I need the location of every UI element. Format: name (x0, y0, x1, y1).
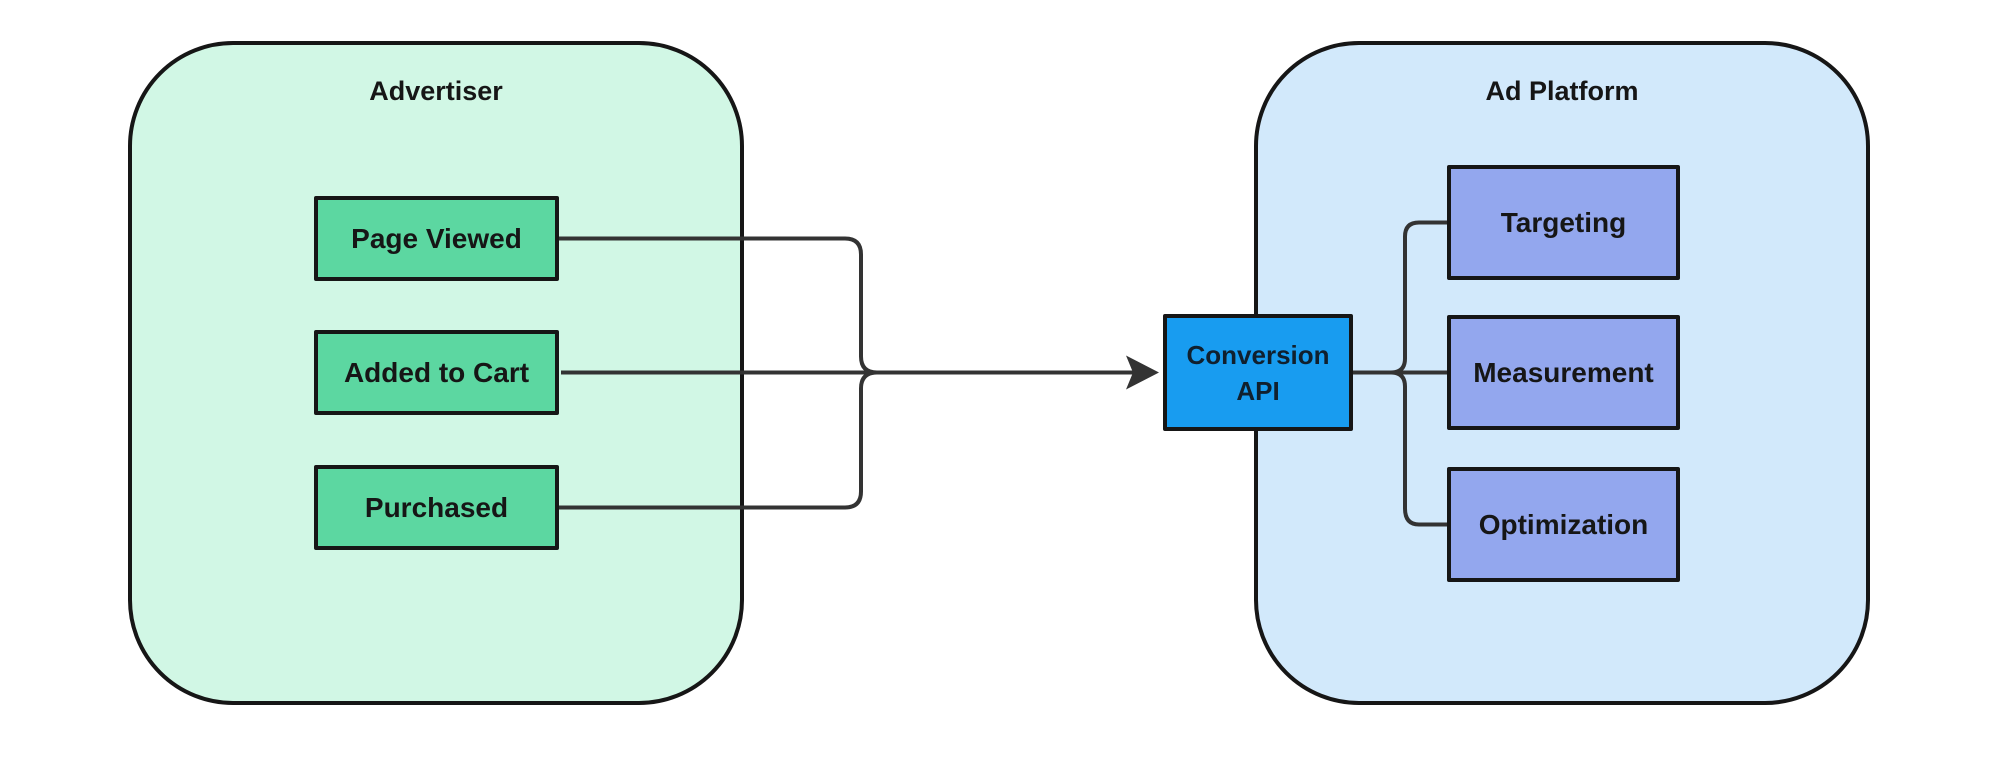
edge-page-viewed-to-api (559, 236, 878, 375)
node-purchased: Purchased (314, 465, 559, 550)
node-measurement: Measurement (1447, 315, 1680, 430)
node-optimization: Optimization (1447, 467, 1680, 582)
edge-api-to-optimization (1390, 370, 1447, 527)
node-conversion-api: Conversion API (1163, 314, 1353, 431)
edge-purchased-to-api (559, 370, 878, 510)
advertiser-title: Advertiser (369, 76, 503, 106)
node-page-viewed: Page Viewed (314, 196, 559, 281)
node-added-to-cart: Added to Cart (314, 330, 559, 415)
edge-api-to-targeting (1390, 220, 1447, 375)
node-targeting: Targeting (1447, 165, 1680, 280)
arrowhead-icon (1126, 355, 1159, 390)
ad-platform-title: Ad Platform (1485, 76, 1639, 106)
conversion-api-label-line2: API (1236, 375, 1280, 406)
conversion-api-label-line1: Conversion (1186, 339, 1330, 370)
